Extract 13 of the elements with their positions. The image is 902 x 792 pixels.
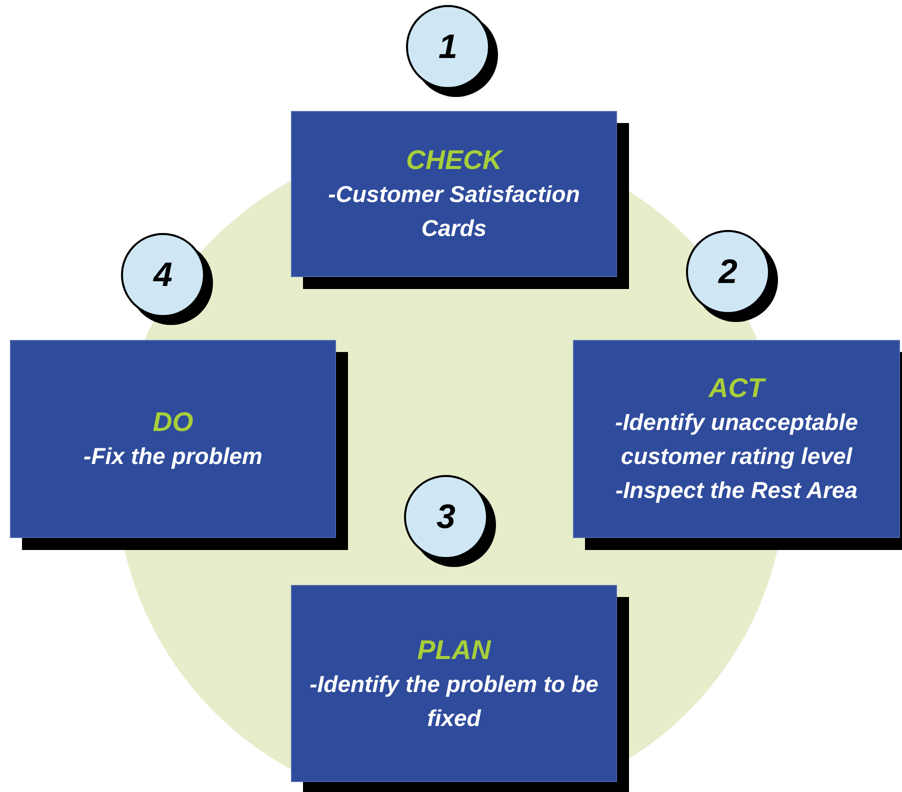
step-number: 2 (718, 255, 738, 289)
step-heading: ACT (708, 372, 764, 405)
step-description: -Identify the problem to be fixed (308, 670, 600, 732)
step-description: -Customer Satisfaction Cards (327, 180, 581, 243)
step-number: 4 (154, 258, 172, 292)
step-number: 1 (438, 30, 458, 64)
step-heading: DO (152, 406, 194, 439)
step-heading: CHECK (406, 144, 502, 177)
step-description: -Inspect the Rest Area (616, 476, 858, 505)
step-description: -Fix the problem (84, 442, 262, 471)
step-heading: PLAN (417, 634, 491, 666)
step-description: -Identify unacceptable customer rating level (614, 408, 859, 471)
step-number: 3 (436, 500, 456, 534)
